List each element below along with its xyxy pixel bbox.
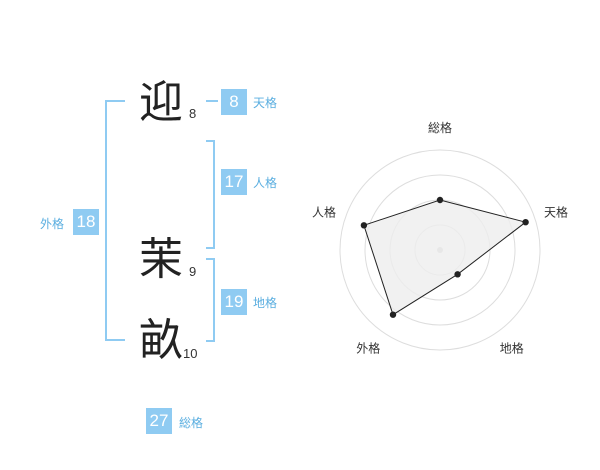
stroke-count-2: 9 xyxy=(189,264,197,279)
radar-ring-3 xyxy=(364,174,516,326)
radar-point-4 xyxy=(360,222,368,229)
gaikaku-value: 18 xyxy=(73,209,99,235)
jinkaku-value: 17 xyxy=(221,169,247,195)
radar-point-2 xyxy=(454,271,461,278)
stroke-count-3: 10 xyxy=(183,346,198,361)
radar-axis-label-1: 天格 xyxy=(544,204,568,219)
gaikaku-label: 外格 xyxy=(40,217,65,231)
chikaku-bracket xyxy=(206,258,215,342)
radar-axis-label-4: 人格 xyxy=(312,204,336,219)
jinkaku-bracket xyxy=(206,140,215,249)
jinkaku-label: 人格 xyxy=(253,176,278,190)
soukaku-label: 総格 xyxy=(179,416,204,430)
soukaku-value: 27 xyxy=(146,408,172,434)
gaikaku-bracket xyxy=(105,100,125,341)
stroke-count-1: 8 xyxy=(189,106,197,121)
radar-axis-label-3: 外格 xyxy=(356,341,380,356)
radar-axis-label-2: 地格 xyxy=(500,341,524,356)
radar-points xyxy=(360,196,529,318)
radar-point-1 xyxy=(522,219,529,226)
kanji-3: 畝 xyxy=(139,315,183,366)
chikaku-label: 地格 xyxy=(253,296,278,310)
tenkaku-value: 8 xyxy=(221,89,247,115)
radar-shape xyxy=(363,199,527,316)
chikaku-value: 19 xyxy=(221,289,247,315)
kanji-2: 茉 xyxy=(139,234,183,285)
radar-axis-label-0: 総格 xyxy=(428,120,452,135)
radar-point-3 xyxy=(389,311,397,318)
kanji-1: 迎 xyxy=(139,77,183,128)
radar-point-0 xyxy=(436,196,444,204)
radar-polygon xyxy=(363,199,527,316)
tenkaku-label: 天格 xyxy=(253,96,278,110)
